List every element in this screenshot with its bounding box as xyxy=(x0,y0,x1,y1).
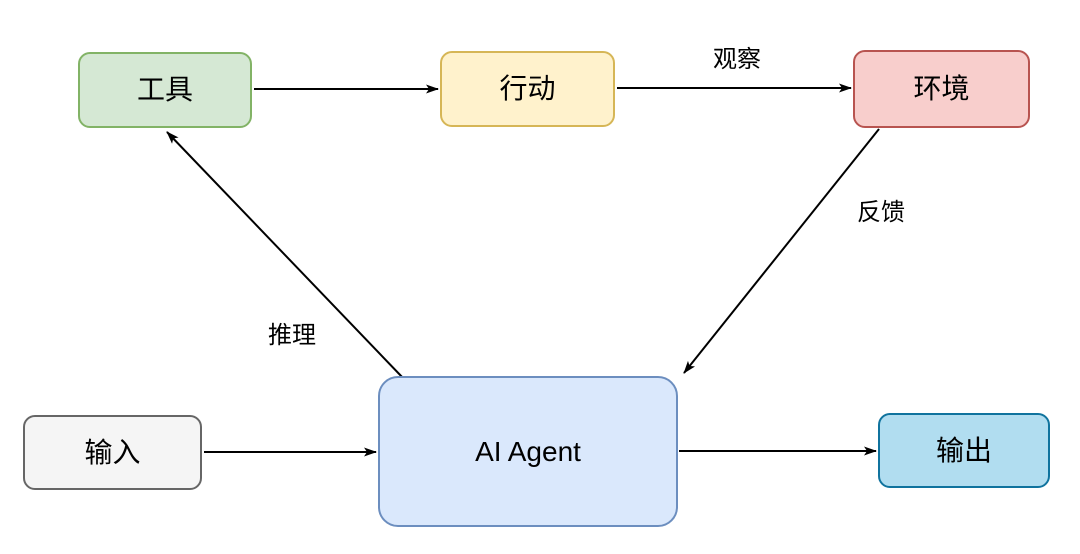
node-action: 行动 xyxy=(440,51,615,127)
node-tools: 工具 xyxy=(78,52,252,128)
edge-environment-to-ai-agent xyxy=(683,128,880,374)
node-input-label: 输入 xyxy=(84,436,141,468)
edge-label-observe: 观察 xyxy=(713,46,761,73)
node-environment-label: 环境 xyxy=(913,73,970,104)
node-ai-agent: AI Agent xyxy=(378,376,678,527)
node-tools-label: 工具 xyxy=(136,74,193,105)
edge-label-reasoning: 推理 xyxy=(268,322,316,349)
node-output: 输出 xyxy=(878,413,1050,488)
edge-label-feedback: 反馈 xyxy=(857,199,905,226)
node-output-label: 输出 xyxy=(935,434,992,466)
node-ai-agent-label: AI Agent xyxy=(475,435,581,467)
node-environment: 环境 xyxy=(853,50,1030,128)
node-action-label: 行动 xyxy=(499,73,556,104)
node-input: 输入 xyxy=(23,415,202,490)
